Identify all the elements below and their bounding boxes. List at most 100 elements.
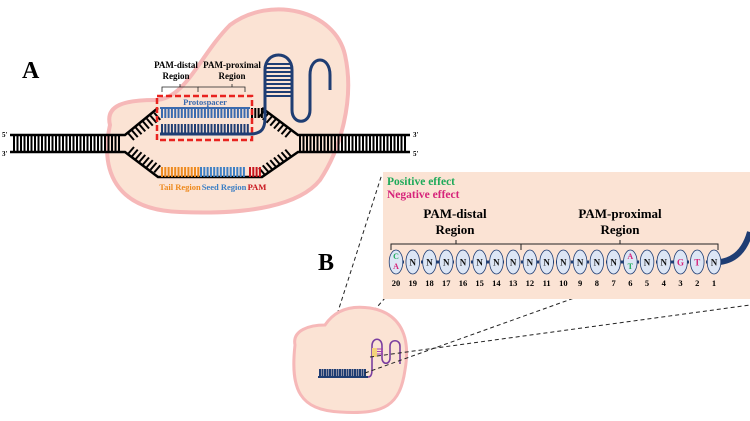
panel-b-label: B bbox=[318, 250, 334, 276]
nucleotide-2 bbox=[690, 249, 705, 275]
dna-unwound-base bbox=[145, 117, 154, 127]
nucleotide-letter: N bbox=[560, 258, 567, 268]
dna-unwound-base bbox=[149, 115, 158, 124]
distal-bracket-a bbox=[161, 84, 199, 92]
dna-unwound-base bbox=[269, 159, 278, 168]
dna-unwound-base bbox=[280, 151, 289, 160]
proximal-bracket-a bbox=[198, 84, 246, 92]
dna-unwound-base bbox=[265, 162, 274, 171]
dna-unwound-base bbox=[149, 162, 158, 171]
nucleotide-letter: N bbox=[661, 258, 668, 268]
nucleotide-letter: N bbox=[493, 258, 500, 268]
dna-unwound-base bbox=[284, 129, 293, 138]
position-number: 2 bbox=[695, 278, 699, 288]
nucleotide-19 bbox=[405, 249, 420, 275]
nucleotide-letter: G bbox=[677, 258, 684, 268]
dna-unwound-base bbox=[261, 164, 270, 174]
dna-unwound-base bbox=[153, 164, 162, 174]
dna-unwound-base bbox=[284, 148, 293, 158]
position-number: 17 bbox=[442, 278, 451, 288]
distal-label-b-2: Region bbox=[436, 222, 476, 237]
nucleotide-letter: T bbox=[694, 258, 700, 268]
nucleotide-3 bbox=[673, 249, 688, 275]
dna-unwound-base bbox=[273, 120, 281, 130]
nucleotide-letter: A bbox=[627, 252, 633, 261]
nucleotide-13 bbox=[505, 249, 521, 275]
position-number: 3 bbox=[678, 278, 682, 288]
position-number: 10 bbox=[559, 278, 568, 288]
nucleotide-letter: N bbox=[443, 258, 450, 268]
sgrna-stem bbox=[266, 63, 291, 97]
end-left-bottom: 3′ bbox=[2, 150, 8, 158]
nucleotide-letter: N bbox=[426, 258, 433, 268]
dna-unwound-base bbox=[145, 159, 154, 168]
protospacer-highlight-box bbox=[155, 94, 254, 142]
nucleotide-17 bbox=[439, 249, 454, 275]
seed-region-label: Seed Region bbox=[202, 182, 247, 192]
nucleotide-4 bbox=[656, 249, 671, 275]
nucleotide-letter: N bbox=[711, 258, 718, 268]
legend-positive: Positive effect bbox=[387, 176, 455, 188]
position-number: 4 bbox=[662, 278, 667, 288]
distal-label-a-2: Region bbox=[163, 71, 190, 81]
dna-unwound-base bbox=[127, 146, 135, 155]
nucleotide-7 bbox=[606, 249, 621, 275]
panel-a-label: A bbox=[22, 58, 40, 84]
end-right-top: 3′ bbox=[413, 131, 419, 139]
dna-unwound-base bbox=[265, 115, 274, 124]
nucleotide-9 bbox=[572, 249, 588, 275]
dna-unwound-base bbox=[130, 148, 139, 158]
position-number: 9 bbox=[578, 278, 582, 288]
rna-tail bbox=[719, 231, 750, 265]
dna-unwound-base bbox=[134, 151, 143, 160]
distal-label-a-1: PAM-distal bbox=[154, 60, 198, 70]
mini-stem-yellow bbox=[372, 348, 377, 357]
dna-unwound-base bbox=[276, 123, 285, 133]
nucleotide-letter: T bbox=[628, 262, 634, 271]
dna-unwound-base bbox=[134, 126, 143, 135]
pam-label: PAM bbox=[248, 182, 267, 192]
nucleotide-letter: A bbox=[393, 262, 399, 271]
position-number: 11 bbox=[543, 278, 551, 288]
dna-unwound-base bbox=[269, 117, 278, 127]
tail-region-label: Tail Region bbox=[159, 182, 201, 192]
nucleotide-letter: N bbox=[510, 258, 517, 268]
zoom-line bbox=[369, 304, 750, 358]
nucleotide-10 bbox=[556, 249, 571, 275]
protospacer-label: Protospacer bbox=[183, 97, 227, 107]
proximal-label-a-2: Region bbox=[219, 71, 246, 81]
nucleotide-1 bbox=[706, 249, 722, 275]
proximal-label-b-1: PAM-proximal bbox=[578, 206, 662, 221]
dna-unwound-base bbox=[280, 126, 289, 135]
end-left-top: 5′ bbox=[2, 131, 8, 139]
end-right-bottom: 5′ bbox=[413, 150, 419, 158]
distal-label-b-1: PAM-distal bbox=[423, 206, 487, 221]
dna-unwound-base bbox=[138, 123, 147, 133]
nucleotide-15 bbox=[472, 249, 487, 275]
dna-unwound-base bbox=[142, 156, 150, 166]
distal-bracket-b bbox=[390, 240, 522, 250]
cas9-protein-b bbox=[292, 305, 408, 414]
proximal-bracket-b bbox=[521, 240, 719, 250]
nucleotide-18 bbox=[422, 249, 437, 275]
position-number: 8 bbox=[595, 278, 599, 288]
nucleotide-5 bbox=[639, 249, 655, 275]
proximal-label-b-2: Region bbox=[601, 222, 641, 237]
nucleotide-letter: N bbox=[543, 258, 550, 268]
nucleotide-letter: N bbox=[644, 258, 651, 268]
position-number: 6 bbox=[628, 278, 632, 288]
dna-unwound-base bbox=[142, 120, 150, 130]
position-number: 20 bbox=[392, 278, 401, 288]
nucleotide-letter: N bbox=[409, 258, 416, 268]
legend-negative: Negative effect bbox=[387, 189, 460, 201]
position-number: 19 bbox=[408, 278, 417, 288]
position-number: 1 bbox=[712, 278, 716, 288]
position-number: 18 bbox=[425, 278, 434, 288]
nucleotide-letter: N bbox=[594, 258, 601, 268]
nucleotide-letter: N bbox=[476, 258, 483, 268]
nucleotide-letter: N bbox=[527, 258, 534, 268]
dna-unwound-base bbox=[138, 154, 147, 163]
sgrna-scaffold bbox=[160, 53, 332, 136]
position-number: 15 bbox=[475, 278, 484, 288]
